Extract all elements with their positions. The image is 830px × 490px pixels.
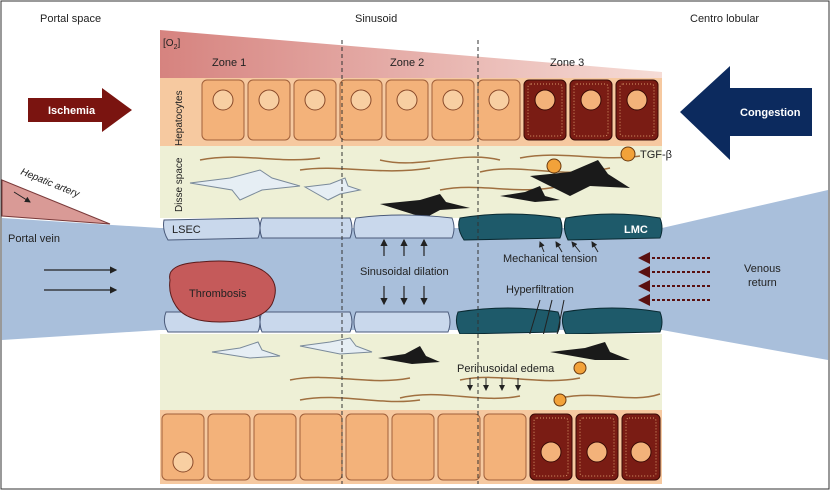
hepatocytes-label: Hepatocytes [174,90,185,146]
portal-vein [2,218,160,340]
oxygen-gradient [160,30,662,78]
thrombosis-label: Thrombosis [189,288,247,300]
perinusoidal-edema-label: Perinusoidal edema [457,363,555,375]
hepatocyte [437,413,481,481]
venous-return-label: Venous return [744,263,781,289]
hepatocyte [201,79,245,141]
tgf-beta-label: TGF-β [640,149,672,161]
thrombosis [169,260,276,323]
mechanical-tension-arrows [539,241,599,253]
zone-3-label: Zone 3 [550,57,584,69]
hepatocyte [483,413,527,481]
sinusoid-label: Sinusoid [355,13,397,25]
hepatocyte [247,79,291,141]
lsec-label: LSEC [172,224,201,236]
portal-vein-label: Portal vein [8,233,60,245]
edema-arrows [467,378,521,391]
hyperfiltration-label: Hyperfiltration [506,284,574,296]
hepatocyte [477,79,521,141]
tgf-beta-molecule [546,158,562,174]
zone-2-label: Zone 2 [390,57,424,69]
centro-lobular-label: Centro lobular [690,13,759,25]
lmc-label: LMC [624,224,648,236]
damaged-hepatocyte [575,413,619,481]
damaged-hepatocyte [529,413,573,481]
stellate-cells-top [189,160,630,218]
disse-space-bottom [160,334,662,410]
zone-1-label: Zone 1 [212,57,246,69]
mechanical-tension-label: Mechanical tension [503,253,597,265]
venous-return-line-1: Venous [744,263,781,275]
hepatocyte [345,413,389,481]
hepatocyte [253,413,297,481]
damaged-hepatocyte [621,413,661,481]
oxygen-label: [O2] [163,38,180,51]
hepatocyte [207,413,251,481]
stellate-cells-bottom [211,337,630,364]
congestion-arrow [680,66,812,160]
hyperfiltration-arrows [526,299,565,341]
ischemia-label: Ischemia [48,105,96,117]
damaged-hepatocyte [523,79,567,141]
hepatocytes-top [201,79,659,141]
sinusoidal-dilation-arrows [380,238,428,306]
venous-return-arrows [638,252,710,306]
hepatocyte [293,79,337,141]
damaged-hepatocyte [569,79,613,141]
collagen-fibers-bottom [289,376,661,403]
sinusoidal-dilation-label: Sinusoidal dilation [360,266,449,278]
ischemia-arrow [28,88,132,132]
hepatocyte [431,79,475,141]
tgf-beta-molecule [553,393,567,407]
lsec-top [163,214,455,241]
tgf-beta-molecule [620,146,636,162]
hepatocytes-bottom [161,413,661,481]
hepatocyte [391,413,435,481]
artery-flow-arrow [13,191,31,203]
lmc-bottom [455,307,663,335]
lmc-top [458,213,663,241]
hepatocyte [339,79,383,141]
damaged-hepatocyte [615,79,659,141]
hepatic-artery [1,179,111,225]
central-vein [662,190,828,360]
venous-return-line-2: return [748,277,777,289]
hepatocyte [161,413,205,481]
portal-space-label: Portal space [40,13,101,25]
tgf-beta-molecule [573,361,587,375]
congestion-label: Congestion [740,107,801,119]
disse-space-label: Disse space [174,157,185,212]
hepatocyte [299,413,343,481]
hepatocyte [385,79,429,141]
